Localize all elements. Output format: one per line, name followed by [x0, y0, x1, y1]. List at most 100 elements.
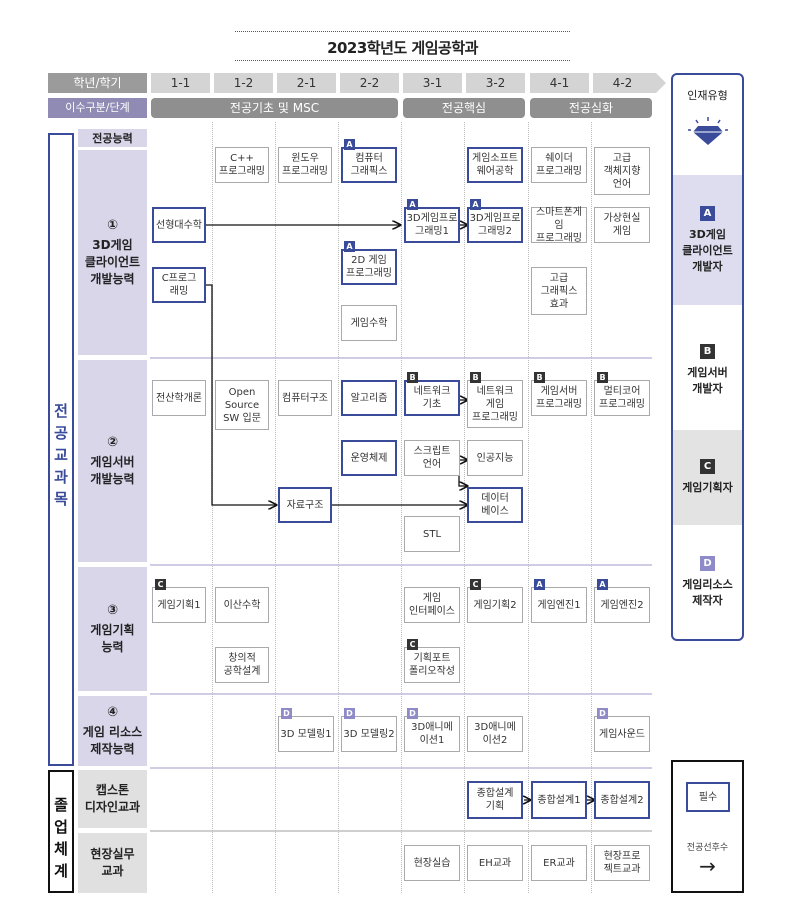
course-badge-a: A	[344, 241, 355, 252]
semester-1-1: 1-1	[151, 73, 210, 93]
row-label-practice: 현장실무 교과	[78, 833, 147, 893]
course-box: 쉐이더 프로그래밍	[531, 147, 587, 183]
course-badge-d: D	[597, 708, 608, 719]
diamond-icon	[688, 117, 728, 145]
legend-arrow-icon: →	[699, 854, 716, 878]
course-box: 3D애니메 이션1	[404, 716, 460, 752]
course-box: STL	[404, 516, 460, 552]
course-box: EH교과	[467, 845, 523, 881]
talent-type-title: 인재유형	[687, 89, 728, 102]
course-box: 인공지능	[467, 440, 523, 476]
page-title: 2023학년도 게임공학과	[327, 39, 478, 57]
course-box: 게임수학	[341, 305, 397, 341]
semester-arrow-icon	[648, 73, 666, 93]
title-top-line	[235, 31, 570, 32]
row-label-capstone: 캡스톤 디자인교과	[78, 770, 147, 828]
course-box: 고급 그래픽스 효과	[531, 267, 587, 315]
course-box: 게임서버 프로그래밍	[531, 380, 587, 416]
column-divider	[591, 122, 592, 893]
column-divider	[212, 122, 213, 893]
course-badge-a: A	[344, 139, 355, 150]
course-box: 3D애니메 이션2	[467, 716, 523, 752]
talent-type-a: A 3D게임 클라이언트 개발자	[673, 175, 742, 305]
course-box: 게임기획2	[467, 587, 523, 623]
course-box: 운영체제	[341, 440, 397, 476]
course-box: 종합설계1	[531, 781, 587, 819]
course-box: 네트워크 기초	[404, 380, 460, 416]
course-badge-b: B	[534, 372, 545, 383]
course-box: 자료구조	[278, 487, 332, 523]
course-badge-b: B	[470, 372, 481, 383]
column-divider	[401, 122, 402, 893]
semester-1-2: 1-2	[214, 73, 273, 93]
course-box: 종합설계 기획	[467, 781, 523, 819]
talent-type-d: D 게임리소스 제작자	[682, 556, 733, 607]
course-box: 게임사운드	[594, 716, 650, 752]
course-box: 게임엔진1	[531, 587, 587, 623]
semester-header-label: 학년/학기	[48, 73, 147, 93]
course-badge-a: A	[407, 199, 418, 210]
stage-basic: 전공기초 및 MSC	[151, 98, 398, 118]
course-box: 게임기획1	[152, 587, 206, 623]
course-box: 기획포트 폴리오작성	[404, 647, 460, 683]
course-box: 게임소프트 웨어공학	[467, 147, 523, 183]
semester-4-2: 4-2	[593, 73, 652, 93]
title-bottom-line	[235, 60, 570, 61]
course-box: 윈도우 프로그래밍	[278, 147, 332, 183]
semester-3-2: 3-2	[466, 73, 525, 93]
semester-4-1: 4-1	[530, 73, 589, 93]
talent-type-b: B 게임서버 개발자	[687, 343, 728, 395]
legend-required-box: 필수	[686, 782, 730, 812]
stage-advanced: 전공심화	[530, 98, 652, 118]
column-divider	[338, 122, 339, 893]
column-divider	[528, 122, 529, 893]
course-box: 스마트폰게임 프로그래밍	[531, 207, 587, 244]
stage-core: 전공핵심	[403, 98, 525, 118]
course-box: 현장프로 젝트교과	[594, 845, 650, 881]
course-badge-d: D	[407, 708, 418, 719]
course-box: 멀티코어 프로그래밍	[594, 380, 650, 416]
course-box: 3D 모델링1	[278, 716, 334, 752]
semester-2-1: 2-1	[277, 73, 336, 93]
course-box: 창의적 공학설계	[215, 647, 269, 683]
course-box: 게임엔진2	[594, 587, 650, 623]
course-box: 스크립트 언어	[404, 440, 460, 476]
course-badge-c: C	[407, 639, 418, 650]
course-badge-a: A	[597, 579, 608, 590]
course-box: 컴퓨터 그래픽스	[341, 147, 397, 183]
semester-3-1: 3-1	[403, 73, 462, 93]
course-badge-a: A	[534, 579, 545, 590]
talent-type-panel: 인재유형 A 3D게임 클라이언트 개발자 B 게임서버 개발자 C 게임기획자…	[671, 73, 744, 641]
course-box: 고급 객체지향 언어	[594, 147, 650, 195]
course-badge-d: D	[344, 708, 355, 719]
course-box: 전산학개론	[152, 380, 206, 416]
course-box: 종합설계2	[594, 781, 650, 819]
stage-header-label: 이수구분/단계	[48, 98, 147, 118]
semester-2-2: 2-2	[340, 73, 399, 93]
course-box: 이산수학	[215, 587, 269, 623]
competency-header: 전공능력	[78, 129, 147, 147]
course-badge-c: C	[155, 579, 166, 590]
course-badge-b: B	[597, 372, 608, 383]
course-box: Open Source SW 입문	[215, 380, 269, 430]
course-box: 2D 게임 프로그래밍	[341, 249, 397, 285]
course-badge-b: B	[407, 372, 418, 383]
course-box: 3D게임프로 그래밍2	[467, 207, 523, 243]
course-box: 가상현실 게임	[594, 207, 650, 243]
course-box: ER교과	[531, 845, 587, 881]
course-box: 컴퓨터구조	[278, 380, 332, 416]
legend: 필수 전공선후수 →	[671, 760, 744, 893]
course-box: 선형대수학	[152, 207, 206, 243]
course-box: C++ 프로그래밍	[215, 147, 269, 183]
legend-prereq-label: 전공선후수	[686, 843, 729, 853]
course-box: 네트워크 게임 프로그래밍	[467, 380, 523, 428]
course-box: 3D 모델링2	[341, 716, 397, 752]
course-box: 데이터 베이스	[467, 487, 523, 523]
